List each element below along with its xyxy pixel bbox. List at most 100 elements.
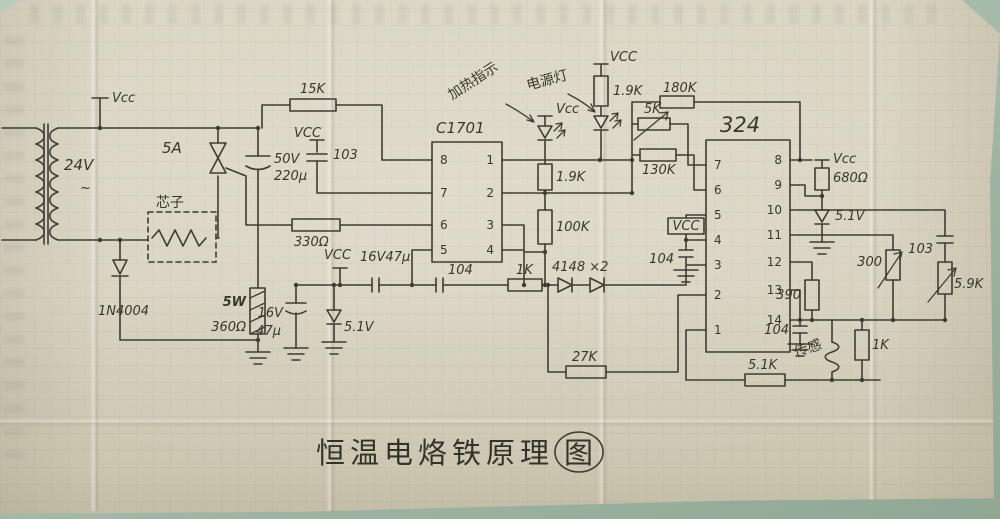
resistor-5w-body bbox=[249, 287, 266, 335]
label-ic2: 324 bbox=[720, 113, 760, 137]
capacitor-plates bbox=[245, 153, 954, 334]
ic1-pin: 4 bbox=[486, 243, 494, 257]
ic1-pin: 7 bbox=[440, 186, 448, 200]
diode-1n4004-symbol bbox=[111, 259, 129, 277]
label-5k9: 5.9K bbox=[954, 277, 985, 292]
led-glow-arrows bbox=[553, 112, 622, 139]
led-power-symbol bbox=[593, 115, 609, 131]
ic2-pin: 11 bbox=[767, 228, 782, 242]
diagram-title: 恒温电烙铁原理 bbox=[316, 436, 554, 470]
triac-symbol bbox=[209, 142, 227, 174]
label-24v: 24V bbox=[64, 156, 95, 174]
ic1-pin: 6 bbox=[440, 218, 448, 232]
label-vcc-680: Vcc bbox=[833, 152, 856, 167]
label-104-a: 104 bbox=[448, 263, 473, 278]
label-16v47u: 16V47μ bbox=[360, 250, 410, 265]
ground-symbols bbox=[245, 241, 835, 365]
component-symbols bbox=[111, 75, 957, 473]
resistor-5k1-body bbox=[744, 373, 786, 387]
resistor-680-body bbox=[814, 167, 830, 191]
label-27k: 27K bbox=[572, 350, 599, 365]
ic2-pin: 7 bbox=[714, 158, 722, 172]
resistor-1k9-a-body bbox=[537, 163, 553, 191]
label-ac: ~ bbox=[80, 181, 91, 196]
ic2-pin: 14 bbox=[767, 313, 782, 327]
label-1k9-a: 1.9K bbox=[556, 170, 587, 185]
ic1-pin: 5 bbox=[440, 243, 448, 257]
label-vcc-led1: Vcc bbox=[556, 102, 579, 117]
pot-5k-body bbox=[637, 117, 671, 131]
label-heater: 芯子 bbox=[156, 195, 184, 211]
annotation-arrows bbox=[505, 93, 596, 123]
ink-bleedthrough-left bbox=[4, 30, 24, 459]
ic1-body bbox=[431, 141, 503, 263]
note-heat-indicator: 加热指示 bbox=[445, 59, 501, 103]
resistor-1k9-b-body bbox=[593, 75, 609, 107]
note-power-lamp: 电源灯 bbox=[525, 68, 570, 94]
ic2-pin: 8 bbox=[774, 153, 782, 167]
label-103-b: 103 bbox=[908, 242, 933, 257]
wire-net bbox=[1, 63, 946, 381]
label-16v: 16V bbox=[258, 306, 285, 321]
label-330: 330Ω bbox=[294, 235, 329, 250]
resistor-27k-body bbox=[565, 365, 607, 379]
label-50v: 50V bbox=[274, 152, 301, 167]
paper-crease bbox=[90, 0, 100, 511]
label-104-b: 104 bbox=[649, 252, 674, 267]
zener-5v1-b-symbol bbox=[814, 209, 830, 225]
potentiometer-arrows bbox=[633, 111, 957, 303]
label-104-c: 104 bbox=[764, 323, 789, 338]
label-5k1: 5.1K bbox=[748, 358, 779, 373]
label-360: 360Ω bbox=[211, 320, 246, 335]
ic2-body bbox=[705, 139, 791, 353]
ic2-pin: 13 bbox=[767, 283, 782, 297]
label-vcc-top: VCC bbox=[610, 50, 638, 65]
zener-5v1-a-symbol bbox=[326, 309, 342, 325]
label-1k-b: 1K bbox=[872, 338, 890, 353]
ic1-pin: 3 bbox=[486, 218, 494, 232]
ic2-pin: 1 bbox=[714, 323, 722, 337]
pot-5k9-body bbox=[937, 261, 953, 295]
ic2-pin: 5 bbox=[714, 208, 722, 222]
resistor-330-body bbox=[291, 218, 341, 232]
heater-dashed-box bbox=[147, 211, 217, 263]
label-5w: 5W bbox=[223, 295, 247, 310]
vcc-box bbox=[667, 217, 705, 235]
label-vcc-main: Vcc bbox=[112, 91, 135, 106]
label-180k: 180K bbox=[663, 81, 698, 96]
label-1n4004: 1N4004 bbox=[98, 304, 149, 319]
resistor-390-body bbox=[804, 279, 820, 311]
ic2-pin: 12 bbox=[767, 255, 782, 269]
diodes-4148-symbol bbox=[557, 277, 605, 293]
junction-dots bbox=[97, 125, 948, 383]
label-1k-a: 1K bbox=[516, 263, 534, 278]
label-680: 680Ω bbox=[833, 171, 868, 186]
paper-crease bbox=[598, 0, 608, 511]
label-100k: 100K bbox=[556, 220, 591, 235]
heater-element-symbol bbox=[151, 229, 207, 247]
ink-bleedthrough-top bbox=[30, 4, 940, 24]
paper-crease bbox=[0, 418, 1000, 427]
ic1-pin: 2 bbox=[486, 186, 494, 200]
label-220u: 220μ bbox=[274, 169, 307, 184]
label-5a: 5A bbox=[162, 139, 182, 157]
label-15k: 15K bbox=[300, 82, 327, 97]
resistor-1k-b-body bbox=[854, 329, 870, 361]
label-4148: 4148 ×2 bbox=[552, 260, 608, 275]
label-300: 300 bbox=[857, 255, 882, 270]
label-5k: 5K bbox=[644, 102, 662, 117]
label-vcc-cap: VCC bbox=[324, 248, 352, 263]
label-103: 103 bbox=[333, 148, 358, 163]
ic1-pin: 8 bbox=[440, 153, 448, 167]
labels: Vcc 24V ~ 5A 50V 220μ 芯子 1N4004 5W 360Ω … bbox=[64, 50, 985, 470]
ic2-pin: 6 bbox=[714, 183, 722, 197]
label-vcc-103: VCC bbox=[294, 126, 322, 141]
transformer-windings bbox=[35, 123, 59, 245]
led-heat-symbol bbox=[537, 125, 553, 141]
pot-300-body bbox=[885, 249, 901, 281]
ic2-pin: 10 bbox=[767, 203, 782, 217]
resistor-180k-body bbox=[659, 95, 695, 109]
label-vcc-box: VCC bbox=[672, 219, 700, 234]
